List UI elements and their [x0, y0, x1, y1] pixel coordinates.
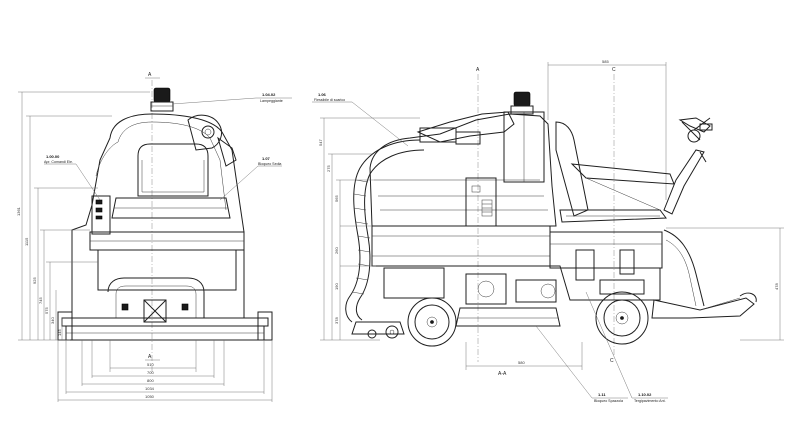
operator-seat-side — [555, 121, 675, 223]
height-478: 478 — [774, 283, 779, 290]
width-585: 585 — [602, 59, 609, 64]
rear-squeegee — [351, 321, 405, 339]
section-aa-label: A-A — [498, 371, 507, 377]
width-1050: 1050 — [145, 394, 155, 399]
svg-text:1.04.02: 1.04.02 — [262, 92, 276, 97]
height-145: 145 — [57, 329, 62, 336]
svg-text:Apr. Comandi Ele.: Apr. Comandi Ele. — [44, 160, 73, 164]
front-wheel — [595, 279, 649, 345]
svg-text:1.10.02: 1.10.02 — [638, 392, 652, 397]
beacon-lamp-front — [150, 87, 174, 112]
height-547: 547 — [318, 139, 323, 146]
width-580: 580 — [518, 360, 525, 365]
callout-brush: 1.11 Bloqueo Spazzola — [535, 325, 628, 403]
svg-text:1.07: 1.07 — [262, 156, 271, 161]
height-745: 745 — [38, 297, 43, 304]
callout-tank: 1.07 Bloqueo Sedia — [219, 156, 282, 201]
height-925: 925 — [32, 277, 37, 284]
callout-squeegee: 1.10.02 Tergipavimento Ant. — [585, 291, 668, 403]
section-a-top-label: A — [148, 72, 152, 78]
section-a-bottom-label: A — [148, 354, 152, 360]
footplate — [651, 292, 757, 319]
front-height-dimensions: 1361 1115 925 745 575 340 145 — [16, 91, 150, 341]
width-700: 700 — [147, 370, 154, 375]
side-right-dimension: 478 — [666, 227, 784, 341]
height-1361: 1361 — [16, 206, 21, 216]
side-bottom-dimension: 580 — [465, 342, 583, 370]
width-800: 800 — [147, 378, 154, 383]
svg-text:1.00.00: 1.00.00 — [46, 154, 60, 159]
side-top-dimension: 585 — [547, 59, 667, 200]
section-c-top-label: C — [612, 67, 616, 73]
steering-side — [663, 117, 713, 215]
control-box-front — [91, 195, 111, 235]
callout-lamp: 1.04.02 Lampeggiante — [171, 92, 292, 105]
svg-text:Tergipavimento Ant.: Tergipavimento Ant. — [634, 399, 666, 403]
beacon-lamp-side — [510, 91, 534, 115]
height-575: 575 — [44, 307, 49, 314]
callout-hose: 1.06 Flessibile di scarico — [312, 92, 409, 147]
height-378: 378 — [334, 317, 339, 324]
svg-text:1.06: 1.06 — [318, 92, 327, 97]
callout-controls: 1.00.00 Apr. Comandi Ele. — [44, 154, 101, 201]
width-1034: 1034 — [145, 386, 155, 391]
front-width-dimensions: 510 700 800 1034 1050 — [57, 340, 273, 402]
height-260: 260 — [334, 247, 339, 254]
svg-text:Flessibile di scarico: Flessibile di scarico — [314, 98, 345, 102]
side-section-a-label: A — [476, 67, 480, 73]
rear-wheel — [407, 297, 457, 347]
svg-text:1.11: 1.11 — [598, 392, 606, 397]
svg-text:Lampeggiante: Lampeggiante — [260, 99, 283, 103]
brush-deck-front — [121, 299, 189, 323]
svg-text:Bloqueo Spazzola: Bloqueo Spazzola — [594, 399, 623, 403]
height-190: 190 — [334, 283, 339, 290]
height-565: 565 — [334, 195, 339, 202]
front-view: A A — [16, 72, 292, 402]
height-340: 340 — [50, 317, 55, 324]
width-510: 510 — [147, 362, 154, 367]
height-275: 275 — [326, 165, 331, 172]
side-view: A A-A C C 585 — [312, 59, 784, 403]
side-height-dimensions: 547 275 565 260 190 378 — [318, 117, 420, 341]
section-c-bottom-label: C — [610, 358, 614, 364]
steering-front — [187, 114, 237, 167]
drain-hose — [345, 139, 425, 323]
svg-text:Bloqueo Sedia: Bloqueo Sedia — [258, 162, 281, 166]
height-1115: 1115 — [24, 237, 29, 246]
